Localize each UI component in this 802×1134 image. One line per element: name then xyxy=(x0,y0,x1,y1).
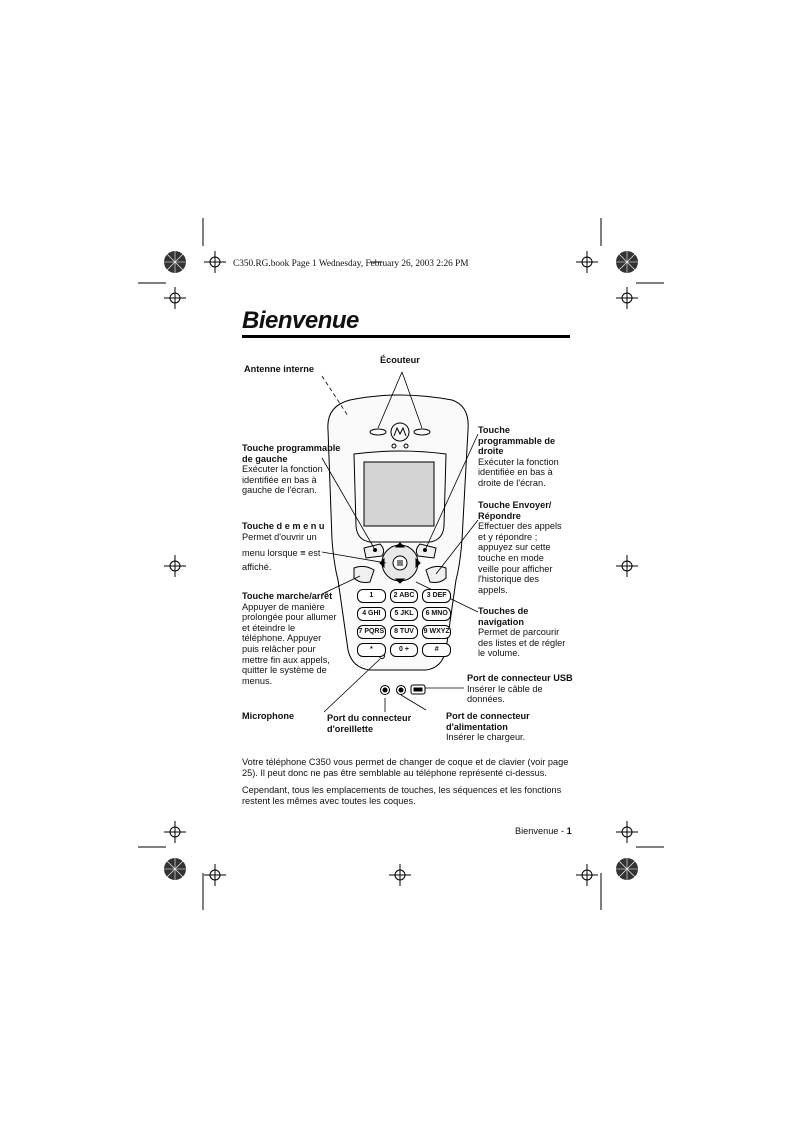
page-title: Bienvenue xyxy=(242,307,359,334)
keypad-key[interactable]: 0 + xyxy=(389,643,419,657)
nav-keys-callout: Touches de navigation Permet de parcouri… xyxy=(478,606,568,659)
note-paragraph: Cependant, tous les emplacements de touc… xyxy=(242,785,562,806)
menu-key-desc-c: est xyxy=(308,548,321,559)
usb-port-desc: Insérer le câble de données. xyxy=(467,683,543,705)
keypad-key[interactable]: # xyxy=(422,643,452,657)
menu-key-desc-d: affiché. xyxy=(242,561,272,572)
send-key-desc: Effectuer des appels et y répondre ; app… xyxy=(478,521,562,595)
menu-key-desc-a: Permet d'ouvrir un xyxy=(242,531,317,542)
antenna-label: Antenne interne xyxy=(244,364,314,374)
left-soft-key-callout: Touche programmable de gauche Exécuter l… xyxy=(242,443,346,496)
left-soft-key-title: Touche programmable de gauche xyxy=(242,443,341,464)
title-rule xyxy=(242,335,570,338)
page-number: 1 xyxy=(566,826,572,836)
power-key-callout: Touche marche/arrêt Appuyer de manière p… xyxy=(242,591,340,686)
power-port-desc: Insérer le chargeur. xyxy=(446,732,526,743)
right-soft-key-desc: Exécuter la fonction identifiée en bas à… xyxy=(478,456,559,488)
left-soft-key-desc: Exécuter la fonction identifiée en bas à… xyxy=(242,464,323,496)
send-key-callout: Touche Envoyer/ Répondre Effectuer des a… xyxy=(478,500,563,595)
footer-label: Bienvenue - xyxy=(515,826,567,836)
power-port-callout: Port de connecteur d'alimentation Insére… xyxy=(446,711,536,743)
keypad-key[interactable]: 6 MNO xyxy=(422,607,452,621)
keypad-key[interactable]: 8 TUV xyxy=(389,625,419,639)
menu-key-callout: Touche d e m e n u Permet d'ouvrir un me… xyxy=(242,521,342,572)
power-port-title: Port de connecteur d'alimentation xyxy=(446,711,530,732)
usb-port-callout: Port de connecteur USB Insérer le câble … xyxy=(467,673,577,705)
keypad-key[interactable]: 9 WXYZ xyxy=(422,625,452,639)
menu-key-title: Touche d e m e n u xyxy=(242,521,325,531)
keypad-key[interactable]: 4 GHI xyxy=(357,607,386,621)
keypad-key[interactable]: 7 PQRS xyxy=(357,625,386,639)
page-header: C350.RG.book Page 1 Wednesday, February … xyxy=(233,259,469,269)
keypad-key[interactable]: 5 JKL xyxy=(389,607,419,621)
intro-paragraph: Votre téléphone C350 vous permet de chan… xyxy=(242,757,569,778)
earpiece-label: Écouteur xyxy=(380,355,420,365)
keypad-key[interactable]: 3 DEF xyxy=(422,589,452,603)
microphone-label: Microphone xyxy=(242,711,295,721)
headset-port-callout: Port du connecteur d'oreillette xyxy=(327,713,413,734)
power-key-desc: Appuyer de manière prolongée pour allume… xyxy=(242,601,337,686)
keypad-key[interactable]: * xyxy=(357,643,386,657)
nav-keys-title: Touches de navigation xyxy=(478,606,529,627)
power-key-title: Touche marche/arrêt xyxy=(242,591,333,601)
send-key-title: Touche Envoyer/ Répondre xyxy=(478,500,552,521)
menu-icon: ≡ xyxy=(300,548,306,559)
keypad-row: *0 +# xyxy=(357,643,452,657)
usb-port-title: Port de connecteur USB xyxy=(467,673,573,683)
right-soft-key-callout: Touche programmable de droite Exécuter l… xyxy=(478,425,560,489)
menu-key-desc-b: menu lorsque xyxy=(242,548,298,559)
registration-targets xyxy=(164,251,638,886)
keypad-key[interactable]: 1 xyxy=(357,589,386,603)
page-footer: Bienvenue - 1 xyxy=(515,826,572,836)
headset-port-title: Port du connecteur d'oreillette xyxy=(327,713,412,734)
keypad-key[interactable]: 2 ABC xyxy=(389,589,419,603)
nav-keys-desc: Permet de parcourir des listes et de rég… xyxy=(478,627,566,659)
right-soft-key-title: Touche programmable de droite xyxy=(478,425,556,457)
